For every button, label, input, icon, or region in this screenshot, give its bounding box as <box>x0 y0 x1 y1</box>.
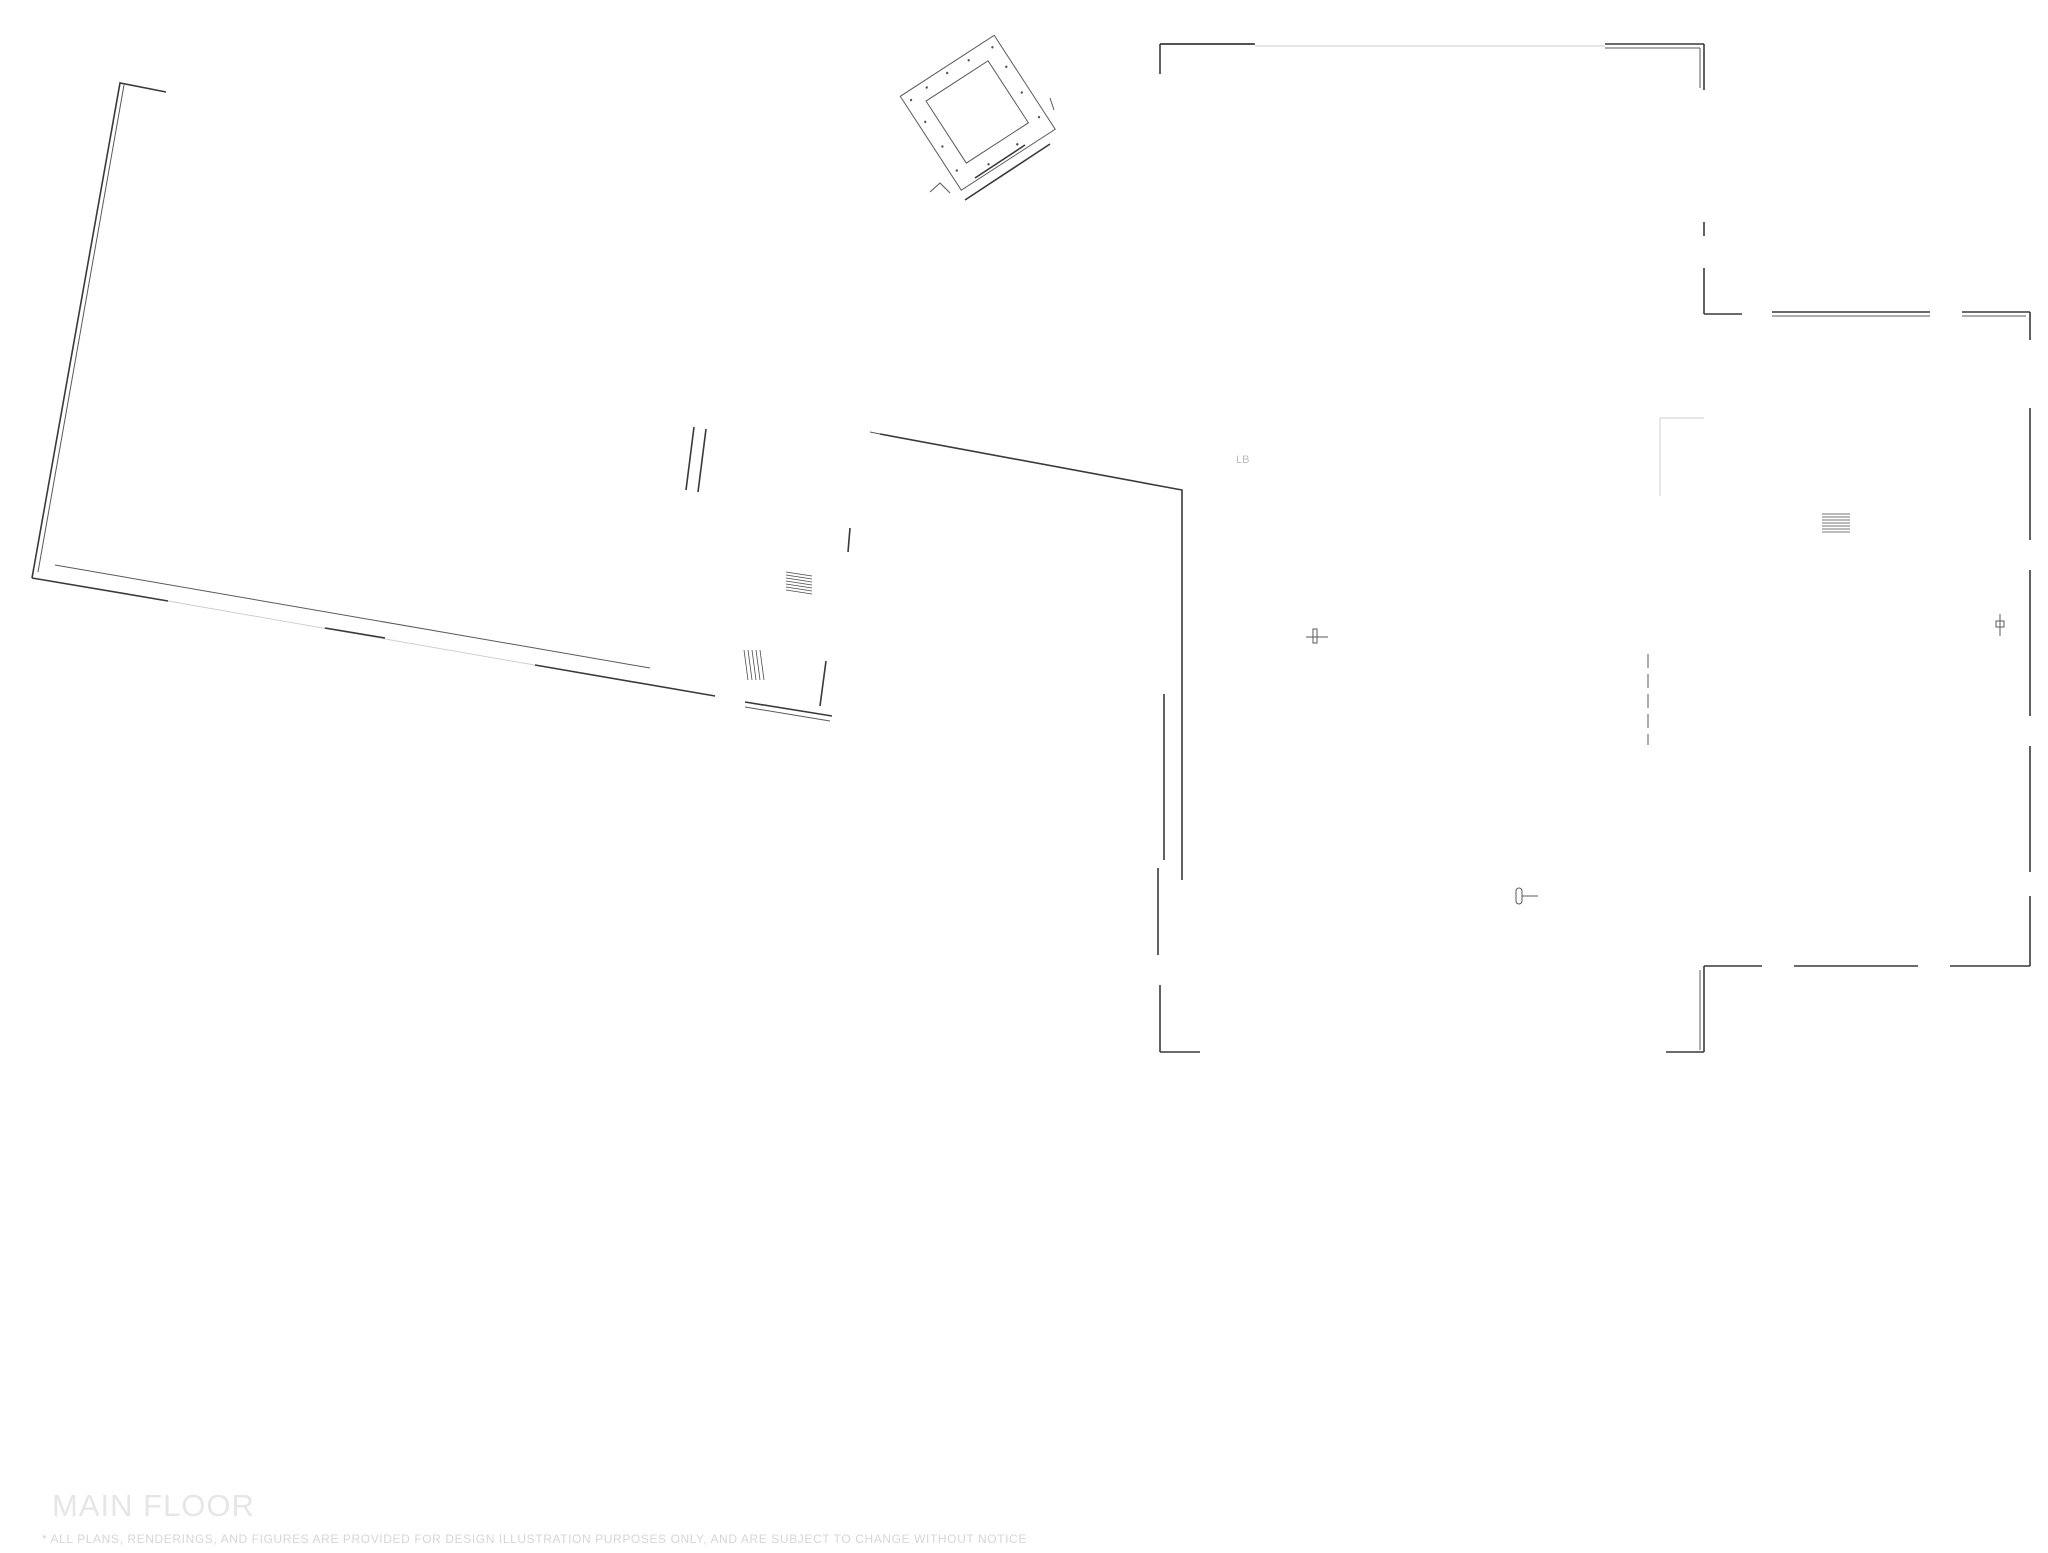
fixture-symbol-1 <box>1306 628 1328 644</box>
fixture-symbol-2 <box>1515 887 1538 905</box>
wall-left-wing-outer <box>37 84 125 573</box>
wall-connector <box>879 433 1183 880</box>
stair-hatch-2 <box>743 649 765 681</box>
stair-hatch-3 <box>1822 513 1850 533</box>
wall-left-interior-1 <box>685 426 695 491</box>
right-building: LB <box>1157 43 2031 1053</box>
wall-left-wing-bottom-2 <box>54 564 651 669</box>
wall-left-wing-bottom-3 <box>324 627 386 639</box>
wall-left-interior-3 <box>819 660 827 707</box>
rotated-square-structure <box>899 34 1056 191</box>
wall-left-wing-bottom-4 <box>534 664 716 697</box>
floor-title: MAIN FLOOR <box>52 1488 255 1523</box>
wall-square-notch <box>929 182 951 194</box>
square-outer <box>899 34 1056 191</box>
wall-connector-short <box>869 431 881 435</box>
stair-hatch-1 <box>785 571 813 595</box>
wall-square-bottom-1 <box>974 144 1026 179</box>
room-label: LB <box>1236 454 1249 466</box>
wall-square-right <box>1049 97 1055 111</box>
wall-square-bottom-2 <box>964 143 1051 201</box>
disclaimer-note: * ALL PLANS, RENDERINGS, AND FIGURES ARE… <box>42 1532 1027 1546</box>
wall-left-interior-2 <box>697 428 707 493</box>
left-wing <box>31 82 1183 880</box>
wall-left-interior-4 <box>847 527 851 553</box>
fixture-symbol-3 <box>1995 614 2005 636</box>
wall-left-wing-bottom-1 <box>31 577 169 602</box>
square-inner <box>925 60 1030 164</box>
wall-left-wing-bottom-6 <box>744 706 831 722</box>
wall-left-wing-bottom-5 <box>744 701 833 717</box>
wall-left-wing-top <box>31 82 167 579</box>
